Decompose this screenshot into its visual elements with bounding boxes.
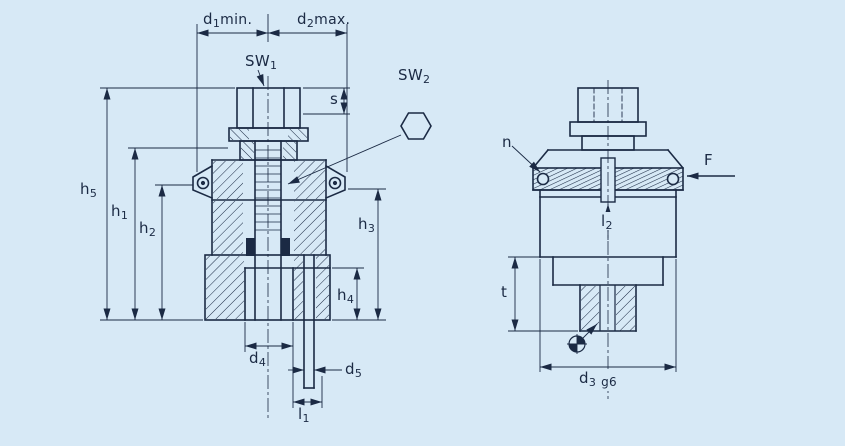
seal-blocks [246, 238, 290, 256]
label-sub: 5 [354, 367, 363, 380]
left-view [192, 76, 346, 418]
leader-n [511, 145, 541, 173]
label-base: d [345, 360, 355, 378]
label-base: h [337, 286, 347, 304]
label-l2: l2 [599, 212, 615, 232]
label-sub: 1 [120, 209, 129, 222]
label-base: l [601, 212, 606, 230]
label-d4: d4 [249, 349, 267, 369]
label-sub: 2 [422, 73, 431, 86]
label-base: t [501, 283, 508, 301]
label-base: h [80, 180, 90, 198]
label-sub: 4 [258, 356, 267, 369]
label-base: n [502, 133, 512, 151]
label-sub: 2 [605, 219, 613, 232]
left-view-dimensions [100, 14, 432, 408]
label-n: n [502, 133, 512, 151]
left-view-hatching [206, 161, 329, 319]
label-d2-max: d2max. [297, 10, 350, 29]
label-base: d [579, 369, 589, 387]
label-h5: h5 [80, 180, 98, 200]
label-sub: 2 [306, 17, 315, 30]
label-base: SW [245, 52, 270, 70]
label-sub: 1 [302, 412, 310, 425]
label-h4: h4 [337, 286, 355, 306]
label-base: l [298, 405, 303, 423]
label-suffix: min. [220, 12, 253, 28]
left-view-collar-hatching [230, 129, 307, 159]
label-sub: 1 [212, 17, 221, 30]
label-sub: 5 [89, 187, 98, 200]
label-sub: 3 [367, 222, 376, 235]
label-suffix: max. [314, 12, 351, 28]
datum-target-icon [567, 323, 598, 354]
label-base: h [358, 215, 368, 233]
label-base: h [111, 202, 121, 220]
label-base: F [704, 151, 713, 169]
label-sw1: SW1 [245, 52, 278, 72]
stud-bore-lines [599, 285, 616, 331]
label-sw2: SW2 [398, 66, 431, 86]
right-view [531, 80, 685, 400]
label-base: h [139, 219, 149, 237]
stud-hatching [581, 286, 635, 331]
label-sub: 4 [346, 293, 355, 306]
label-l1: l1 [298, 405, 310, 425]
label-base: s [330, 90, 339, 108]
label-d1-min: d1min. [203, 10, 252, 29]
label-h3: h3 [358, 215, 376, 235]
leader-sw1 [256, 69, 265, 87]
label-base: d [249, 349, 259, 367]
label-t: t [501, 283, 507, 301]
label-h1: h1 [111, 202, 129, 222]
label-base: d [203, 10, 213, 28]
leader-sw2 [287, 134, 402, 185]
hex-socket-icon [400, 112, 432, 140]
label-sub: 2 [148, 226, 157, 239]
label-d5: d5 [345, 360, 363, 380]
label-f: F [704, 151, 713, 169]
label-sub: 1 [269, 59, 278, 72]
label-s: s [330, 90, 338, 108]
label-d3-g6: d3 g6 [577, 369, 619, 391]
label-base: SW [398, 66, 423, 84]
label-base: d [297, 10, 307, 28]
label-h2: h2 [139, 219, 157, 239]
label-tolerance: g6 [601, 375, 617, 389]
left-view-outline [192, 87, 346, 389]
right-view-dimensions [508, 145, 735, 372]
label-sub: 3 [588, 376, 597, 389]
